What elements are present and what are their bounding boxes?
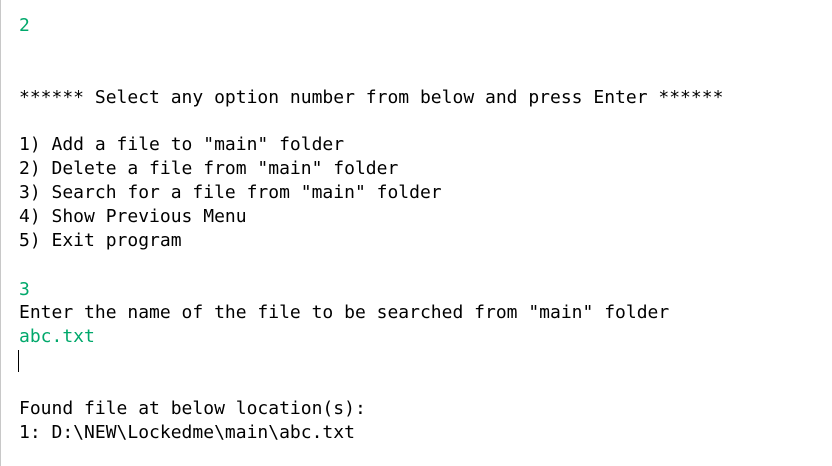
menu-option-delete: 2) Delete a file from "main" folder (19, 158, 399, 179)
result-header: Found file at below location(s): (19, 398, 366, 419)
menu-header: ****** Select any option number from bel… (19, 87, 724, 108)
menu-option-exit: 5) Exit program (19, 230, 182, 251)
user-input-selection: 3 (19, 279, 30, 300)
user-input-filename: abc.txt (19, 326, 95, 347)
search-prompt: Enter the name of the file to be searche… (19, 302, 670, 323)
menu-option-previous: 4) Show Previous Menu (19, 206, 247, 227)
text-cursor[interactable] (18, 350, 19, 372)
menu-option-add: 1) Add a file to "main" folder (19, 134, 345, 155)
result-path: 1: D:\NEW\Lockedme\main\abc.txt (19, 422, 355, 443)
user-input-option: 2 (19, 15, 30, 36)
menu-option-search: 3) Search for a file from "main" folder (19, 182, 442, 203)
